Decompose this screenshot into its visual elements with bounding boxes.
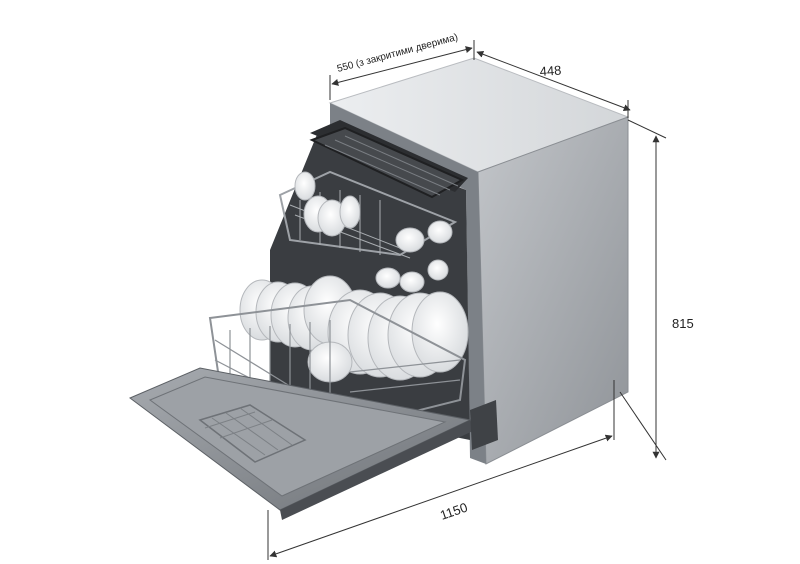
ext-line-height-top bbox=[627, 119, 667, 139]
cutlery-basket-grid bbox=[204, 407, 293, 456]
lower-plates bbox=[239, 275, 469, 383]
dim-depth-closed bbox=[331, 46, 473, 86]
body-side-panel bbox=[477, 116, 629, 465]
dim-width bbox=[476, 50, 631, 112]
label-width: 448 bbox=[539, 63, 562, 79]
ext-line-height-bottom bbox=[619, 391, 667, 461]
upper-rack bbox=[278, 170, 458, 293]
dimension-lines bbox=[267, 40, 667, 560]
label-height: 815 bbox=[672, 316, 694, 331]
cups bbox=[375, 220, 453, 293]
upper-rack-basket bbox=[278, 170, 458, 257]
upper-plates bbox=[294, 171, 361, 237]
dim-depth-open bbox=[269, 434, 613, 558]
cutlery-tray-grid bbox=[324, 135, 459, 196]
label-depth-open: 1150 bbox=[438, 500, 469, 523]
